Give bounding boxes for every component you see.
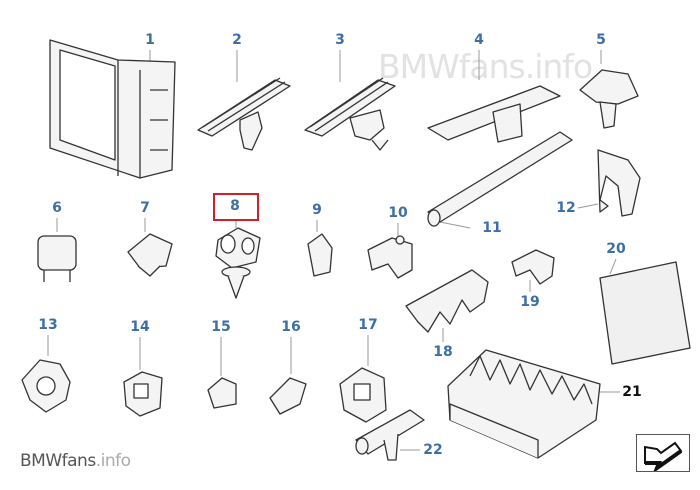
watermark-suffix: fans: [458, 47, 526, 86]
part-label-3[interactable]: 3: [335, 32, 345, 48]
back-navigation-button[interactable]: [636, 434, 690, 472]
part-label-2[interactable]: 2: [232, 32, 242, 48]
part-label-11[interactable]: 11: [482, 220, 502, 236]
part-label-18[interactable]: 18: [433, 344, 453, 360]
part-3-drawing: [304, 77, 396, 151]
part-11-drawing: [427, 131, 573, 227]
watermark-top: BMWfans.info: [378, 47, 593, 86]
part-label-14[interactable]: 14: [130, 319, 150, 335]
part-label-12[interactable]: 12: [556, 200, 576, 216]
part-8-drawing: [215, 227, 261, 299]
watermark-bottom: BMWfans.info: [20, 451, 131, 471]
part-label-8[interactable]: 8: [230, 198, 240, 214]
part-14-drawing: [123, 371, 163, 417]
part-label-13[interactable]: 13: [38, 317, 58, 333]
part-4-drawing: [427, 85, 561, 143]
part-label-9[interactable]: 9: [312, 202, 322, 218]
part-6-drawing: [37, 235, 77, 282]
part-label-15[interactable]: 15: [211, 319, 231, 335]
selected-part-highlight: [213, 193, 259, 221]
part-5-drawing: [579, 69, 639, 129]
part-label-1[interactable]: 1: [145, 32, 155, 48]
part-label-17[interactable]: 17: [358, 317, 378, 333]
part-18-drawing: [405, 269, 489, 333]
watermark-brand: BMW: [20, 451, 62, 471]
watermark-brand: BMW: [378, 47, 460, 86]
part-20-drawing: [599, 261, 691, 365]
part-19-drawing: [511, 249, 555, 285]
part-21-drawing: [447, 349, 601, 459]
part-2-drawing: [197, 77, 291, 151]
part-22-drawing: [355, 409, 425, 461]
part-label-22[interactable]: 22: [423, 442, 443, 458]
part-12-drawing: [597, 149, 641, 217]
part-label-7[interactable]: 7: [140, 200, 150, 216]
part-label-6[interactable]: 6: [52, 200, 62, 216]
part-label-21[interactable]: 21: [622, 384, 642, 400]
watermark-domain: .info: [524, 47, 593, 86]
part-label-4[interactable]: 4: [474, 32, 484, 48]
part-label-20[interactable]: 20: [606, 241, 626, 257]
part-label-10[interactable]: 10: [388, 205, 408, 221]
part-16-drawing: [269, 377, 307, 415]
watermark-suffix: fans: [61, 451, 97, 471]
part-label-16[interactable]: 16: [281, 319, 301, 335]
part-13-drawing: [21, 359, 71, 413]
part-label-19[interactable]: 19: [520, 294, 540, 310]
part-7-drawing: [127, 233, 173, 277]
part-17-drawing: [339, 367, 387, 423]
part-15-drawing: [207, 377, 237, 409]
part-1-drawing: [49, 39, 176, 179]
part-9-drawing: [307, 233, 333, 277]
part-10-drawing: [367, 235, 413, 279]
part-label-5[interactable]: 5: [596, 32, 606, 48]
watermark-domain: .info: [95, 451, 131, 471]
arrow-return-icon: [644, 441, 683, 471]
leader-lines: [47, 50, 620, 451]
